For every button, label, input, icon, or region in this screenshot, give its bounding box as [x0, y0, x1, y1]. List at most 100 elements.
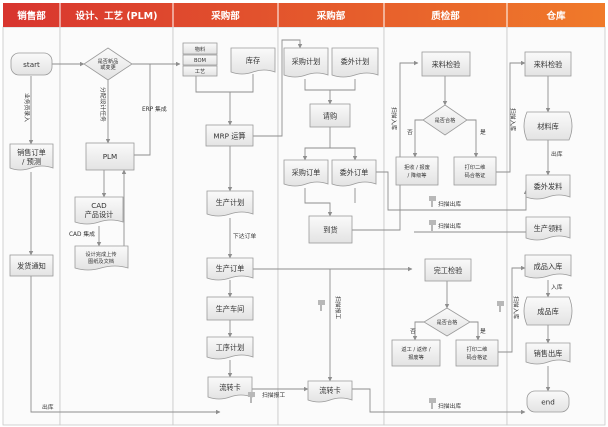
plm-label: PLM: [103, 152, 118, 161]
sales-order-label-1: 销售订单: [17, 148, 46, 157]
sales-out-doc: [525, 342, 571, 365]
edge-po-to-arrival: [304, 188, 333, 217]
qualified-a-diamond: [422, 104, 468, 136]
node-workshop: 生产车间: [206, 296, 254, 321]
edge-label-out-store: 出库: [551, 150, 563, 158]
node-finished-store: 成品库: [523, 296, 573, 326]
edge-outsource-plan-join: [330, 79, 356, 91]
arrival-label: 到货: [323, 226, 337, 235]
edge-card-to-stock: [350, 388, 526, 415]
ship-notice-box: [9, 254, 54, 277]
node-print-a: 打印二维 码合格证: [453, 156, 497, 186]
edge-label-scan-in-b: 扫描入库: [512, 296, 520, 319]
node-mrp: MRP 运算: [205, 124, 254, 147]
node-bom-stack: 物料 BOM 工艺: [182, 42, 218, 77]
edge-label-no-b: 否: [410, 328, 416, 335]
scanner-icon: [497, 301, 504, 312]
qualified-b-diamond: [423, 307, 471, 337]
edge-label-scan-in-a: 扫描入库: [509, 108, 517, 131]
finished-store-shape: [523, 296, 573, 326]
outsource-issue-doc: [525, 174, 571, 200]
scanner-icon: [248, 392, 255, 403]
lane-headers: 销售部 设计、工艺 (PLM) 采购部 采购部 质检部 仓库: [17, 10, 566, 22]
node-purchase-order: 采购订单: [283, 159, 329, 187]
node-step-plan: 工序计划: [206, 336, 254, 360]
route-card-a-label: 流转卡: [219, 383, 241, 392]
scanner-icon: [429, 220, 436, 231]
print-b-label-2: 码合格证: [467, 353, 488, 361]
new-change-diamond: [83, 47, 133, 81]
outsource-order-label: 委外订单: [340, 168, 369, 177]
node-cad: CAD 产品设计: [74, 196, 124, 225]
node-upload: 设计完成上传 图纸及文档: [74, 245, 129, 271]
mrp-label: MRP 运算: [213, 132, 245, 141]
lane-body-sales: [2, 26, 61, 426]
node-qualified-a: 是否合格: [422, 104, 468, 136]
edge-label-scan-out-b: 扫描出库: [438, 222, 461, 230]
incoming-qc-label: 来料检验: [432, 60, 461, 69]
node-requisition: 请购: [309, 103, 351, 128]
reject-label-2: / 降级等: [408, 171, 427, 179]
edge-label-issue-order: 下达订单: [233, 232, 256, 240]
end-label: end: [541, 398, 555, 407]
node-purchase-plan: 采购计划: [283, 47, 329, 78]
edge-ship-outbound: [30, 276, 221, 415]
node-rework: 返工 / 返修 / 报废等: [391, 339, 441, 367]
print-b-label-1: 打印二维: [467, 345, 488, 353]
step-plan-label: 工序计划: [216, 343, 245, 352]
node-prod-plan: 生产计划: [206, 190, 254, 217]
edges: [28, 39, 551, 415]
node-new-or-change: 是否新品 或变更: [83, 47, 133, 81]
outsource-plan-label: 委外计划: [341, 57, 370, 66]
edge-arrival-to-qc: [352, 60, 419, 231]
lane-header-band: [3, 3, 605, 27]
edge-label-into-store: 入库: [551, 283, 563, 291]
qualified-b-label: 是否合格: [437, 318, 459, 326]
node-outsource-order: 委外订单: [331, 159, 377, 187]
scanner-icon: [318, 300, 325, 311]
node-sales-out: 销售出库: [525, 342, 571, 365]
node-wh-incoming: 来料检验: [524, 51, 572, 77]
ship-notice-label: 发货通知: [17, 262, 46, 271]
lane-body-design: [59, 26, 174, 426]
print-a-label-2: 码合格证: [465, 171, 486, 179]
edge-final-no: [412, 321, 424, 341]
sales-order-doc: [9, 143, 54, 171]
edge-label-outbound: 出库: [42, 403, 54, 411]
new-change-label-2: 或变更: [100, 63, 116, 71]
new-change-label-1: 是否新品: [98, 57, 119, 65]
lane-backgrounds: [2, 26, 606, 426]
prod-pick-doc: [525, 216, 571, 241]
node-sales-order: 销售订单 / 预测: [9, 143, 54, 171]
qualified-a-label: 是否合格: [435, 116, 457, 124]
upload-doc: [74, 245, 129, 271]
node-final-qc: 完工检验: [424, 258, 472, 282]
lane-header-sales: 销售部: [17, 10, 46, 22]
print-b-box: [455, 339, 499, 367]
plm-box: [85, 142, 135, 171]
prod-order-doc: [206, 257, 254, 281]
edge-oo-to-issue: [376, 171, 529, 211]
prod-plan-doc: [206, 190, 254, 217]
node-qualified-b: 是否合格: [423, 307, 471, 337]
final-qc-box: [424, 258, 472, 282]
edge-erp-loop: [132, 63, 151, 156]
reject-box: [395, 156, 439, 186]
stock-doc: [230, 47, 276, 75]
edge-label-no-a: 否: [407, 129, 413, 136]
rework-label-2: 报废等: [408, 353, 424, 361]
outsource-issue-label: 委外发料: [534, 182, 563, 191]
start-label: start: [23, 60, 40, 69]
requisition-box: [309, 103, 351, 128]
purchase-order-doc: [283, 159, 329, 187]
edge-label-cad: CAD 集成: [69, 230, 95, 238]
print-a-label-1: 打印二维: [465, 163, 486, 171]
node-material-store: 材料库: [523, 111, 573, 141]
edge-label-scan-out-c: 扫描出库: [438, 402, 461, 410]
outsource-order-doc: [331, 159, 377, 187]
sales-order-label-2: / 预测: [22, 157, 41, 166]
finished-in-label: 成品入库: [534, 262, 563, 271]
node-prod-order: 生产订单: [206, 257, 254, 281]
sales-out-label: 销售出库: [534, 349, 563, 358]
wh-incoming-label: 来料检验: [534, 60, 563, 69]
